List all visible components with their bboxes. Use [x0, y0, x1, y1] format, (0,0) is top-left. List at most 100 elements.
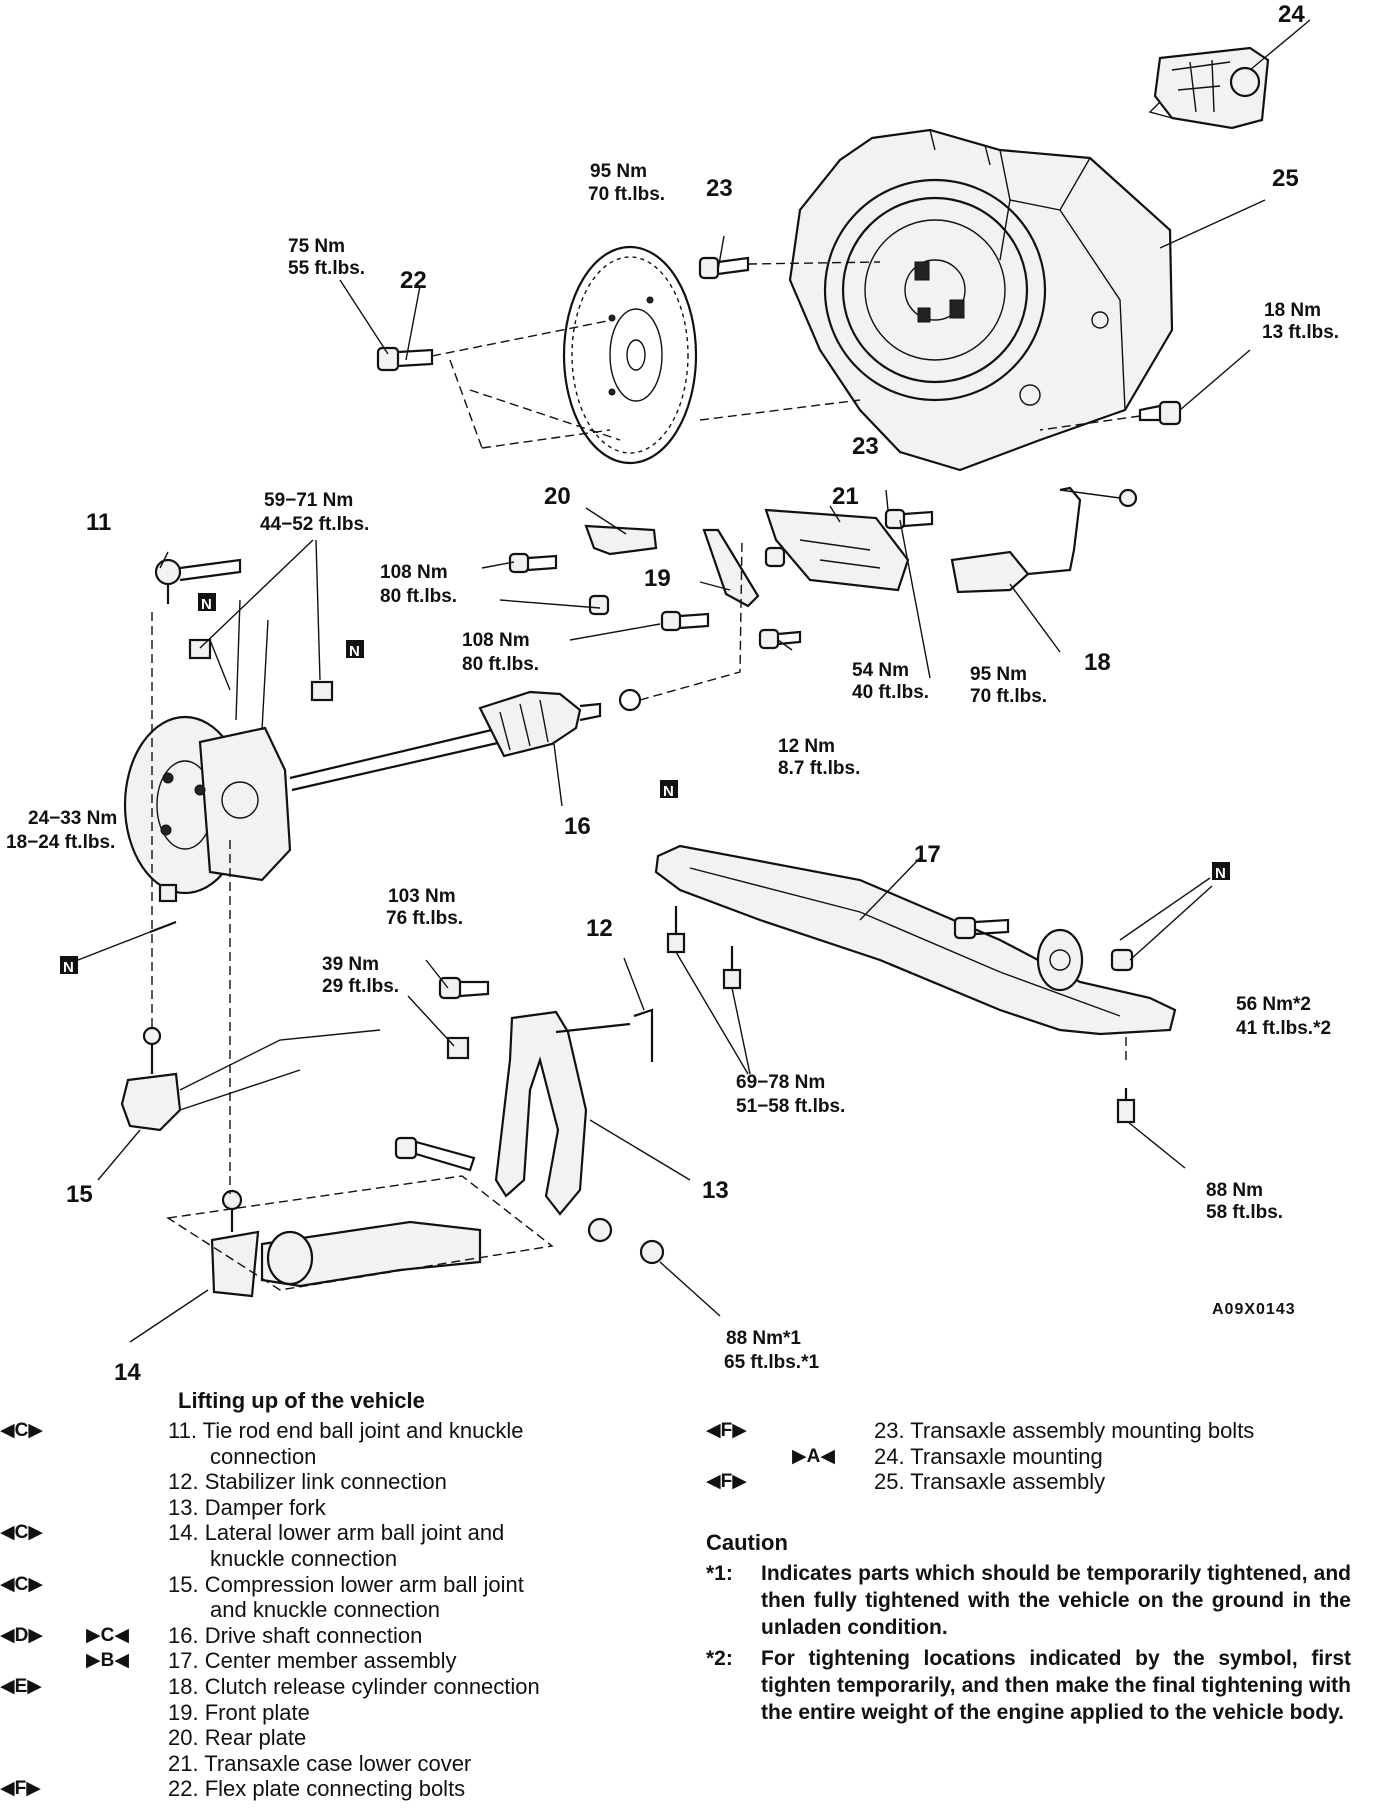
- legend-item-text: 24. Transaxle mounting: [874, 1443, 1103, 1469]
- callout-18: 18: [1084, 649, 1111, 676]
- torque-nm: 39 Nm: [322, 954, 379, 975]
- callout-25: 25: [1272, 165, 1299, 192]
- note-text: Indicates parts which should be temporar…: [761, 1562, 1351, 1639]
- procedure-symbol: ◀D▶: [0, 1624, 43, 1646]
- plate-bolts: [508, 508, 934, 650]
- torque-nm: 75 Nm: [288, 236, 345, 257]
- torque-ftlbs: 70 ft.lbs.: [970, 686, 1047, 707]
- legend-heading: Lifting up of the vehicle: [178, 1388, 425, 1413]
- legend-item-text: and knuckle connection: [210, 1597, 440, 1623]
- note-text: For tightening locations indicated by th…: [761, 1647, 1351, 1724]
- torque-ftlbs: 76 ft.lbs.: [386, 908, 463, 929]
- procedure-symbol: ◀C▶: [0, 1573, 43, 1595]
- svg-text:N: N: [1215, 865, 1226, 882]
- nut-symbols: N N N N N: [60, 593, 1230, 976]
- legend-item-text: 22. Flex plate connecting bolts: [168, 1776, 466, 1802]
- legend-item-row: ◀F▶25. Transaxle assembly: [706, 1469, 1376, 1495]
- legend-item-text: 18. Clutch release cylinder connection: [168, 1673, 540, 1699]
- legend-item-row: connection: [0, 1444, 680, 1470]
- callout-24: 24: [1278, 1, 1305, 28]
- hub-knuckle-assembly: [123, 599, 292, 895]
- nut-symbol-box: N: [198, 593, 216, 613]
- transaxle-assembly: [788, 128, 1174, 472]
- legend-item-row: and knuckle connection: [0, 1597, 680, 1623]
- legend-item-row: 21. Transaxle case lower cover: [0, 1751, 680, 1777]
- nuts: [149, 638, 334, 934]
- legend-item-text: 16. Drive shaft connection: [168, 1622, 423, 1648]
- callout-21: 21: [832, 483, 859, 510]
- legend-item-row: 20. Rear plate: [0, 1725, 680, 1751]
- torque-nm: 18 Nm: [1264, 300, 1321, 321]
- torque-ftlbs: 18−24 ft.lbs.: [6, 832, 115, 853]
- legend-item-text: 11. Tie rod end ball joint and knuckle: [168, 1418, 524, 1443]
- callout-22: 22: [400, 267, 427, 294]
- procedure-symbol: ◀C▶: [0, 1420, 43, 1441]
- lower-arm-ball-joint: [120, 612, 554, 1298]
- torque-ftlbs: 41 ft.lbs.*2: [1236, 1018, 1331, 1039]
- torque-ftlbs: 8.7 ft.lbs.: [778, 758, 860, 779]
- legend-item-text: connection: [210, 1443, 317, 1469]
- svg-text:N: N: [201, 596, 212, 613]
- legend-item-text: 25. Transaxle assembly: [874, 1469, 1106, 1495]
- legend-item-text: 21. Transaxle case lower cover: [168, 1750, 472, 1776]
- caution-title: Caution: [706, 1530, 788, 1555]
- torque-nm: 108 Nm: [380, 562, 448, 583]
- legend-item-row: 13. Damper fork: [0, 1495, 680, 1521]
- legend-item-text: 15. Compression lower arm ball joint: [168, 1571, 524, 1597]
- torque-ftlbs: 58 ft.lbs.: [1206, 1202, 1283, 1223]
- callout-17: 17: [914, 841, 941, 868]
- procedure-symbol: ◀E▶: [0, 1675, 42, 1697]
- svg-text:N: N: [663, 783, 674, 800]
- torque-ftlbs: 44−52 ft.lbs.: [260, 514, 369, 535]
- legend-item-text: knuckle connection: [210, 1545, 398, 1571]
- legend-item-text: 20. Rear plate: [168, 1725, 307, 1751]
- torque-nm: 69−78 Nm: [736, 1072, 825, 1093]
- torque-nm: 103 Nm: [388, 886, 456, 907]
- legend-item-text: 19. Front plate: [168, 1699, 310, 1725]
- legend-item-row: ◀F▶ 22. Flex plate connecting bolts: [0, 1776, 680, 1802]
- torque-nm: 95 Nm: [590, 161, 647, 182]
- callout-20: 20: [544, 483, 571, 510]
- callout-11: 11: [86, 509, 111, 536]
- procedure-symbol: ◀F▶: [0, 1778, 41, 1800]
- legend-item-row: 19. Front plate: [0, 1700, 680, 1726]
- note-marker: *2:: [706, 1647, 733, 1670]
- torque-ftlbs: 40 ft.lbs.: [852, 682, 929, 703]
- tie-rod-end: [154, 558, 242, 604]
- reassembly-symbol: ▶B◀: [86, 1650, 129, 1672]
- legend-item-row: ◀D▶▶C◀16. Drive shaft connection: [0, 1623, 680, 1649]
- front-plate: [702, 528, 760, 608]
- legend-item-row: ▶B◀17. Center member assembly: [0, 1648, 680, 1674]
- callout-15: 15: [66, 1181, 93, 1208]
- torque-labels: 95 Nm 70 ft.lbs. 75 Nm 55 ft.lbs. 18 Nm …: [6, 161, 1339, 1373]
- flex-plate-bolt: [376, 319, 613, 449]
- caution-notes: *1: Indicates parts which should be tempo…: [706, 1560, 1351, 1726]
- legend-item-row: 12. Stabilizer link connection: [0, 1469, 680, 1495]
- torque-ftlbs: 55 ft.lbs.: [288, 258, 365, 279]
- callout-19: 19: [644, 565, 671, 592]
- figure-id: A09X0143: [1212, 1301, 1296, 1318]
- nut-symbol-box: N: [60, 956, 78, 976]
- legend-left: ◀C▶ 11. Tie rod end ball joint and knuckl…: [0, 1418, 680, 1802]
- callout-numbers: 24 25 23 22 23 20 21 19 18 11 16 17 12 1…: [66, 1, 1305, 1386]
- torque-nm: 88 Nm: [1206, 1180, 1263, 1201]
- callout-13: 13: [702, 1177, 729, 1204]
- torque-nm: 24−33 Nm: [28, 808, 117, 829]
- transaxle-mounting: [1148, 46, 1270, 130]
- side-bolt-18nm: [1039, 400, 1182, 431]
- torque-nm: 88 Nm*1: [726, 1328, 801, 1349]
- legend-item-text: 12. Stabilizer link connection: [168, 1469, 447, 1495]
- note-marker: *1:: [706, 1562, 733, 1585]
- torque-nm: 59−71 Nm: [264, 490, 353, 511]
- alignment-lines: [469, 389, 861, 449]
- legend-item-text: 13. Damper fork: [168, 1494, 326, 1520]
- torque-nm: 12 Nm: [778, 736, 835, 757]
- torque-ftlbs: 13 ft.lbs.: [1262, 322, 1339, 343]
- torque-ftlbs: 80 ft.lbs.: [380, 586, 457, 607]
- leader-lines: [77, 19, 1311, 1343]
- callout-12: 12: [586, 915, 613, 942]
- callout-23-lower: 23: [852, 433, 879, 460]
- nut-symbol-box: N: [1212, 862, 1230, 882]
- torque-nm: 56 Nm*2: [1236, 994, 1311, 1015]
- legend-item-row: ◀F▶23. Transaxle assembly mounting bolts: [706, 1418, 1376, 1444]
